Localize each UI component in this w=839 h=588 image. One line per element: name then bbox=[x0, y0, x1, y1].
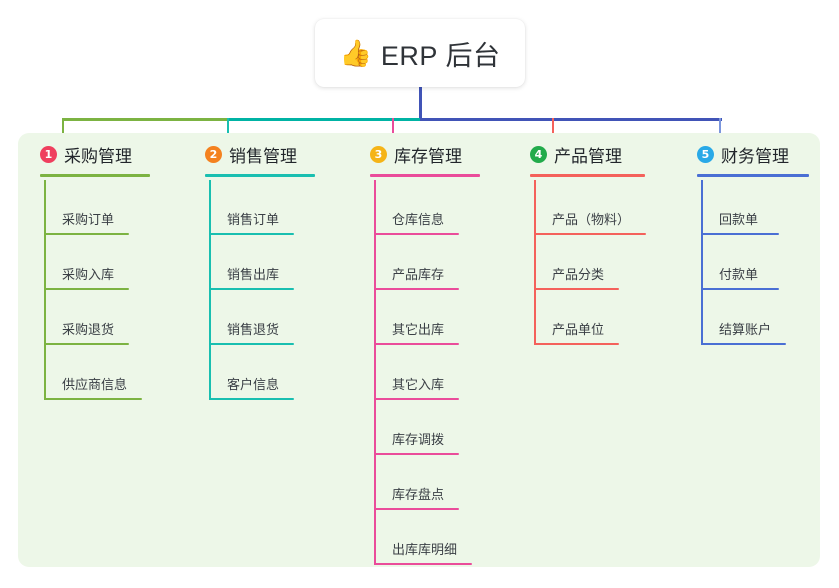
leaf-underline bbox=[534, 233, 646, 235]
leaf-underline bbox=[374, 453, 459, 455]
connector-segment-left bbox=[62, 118, 229, 121]
branch-number-badge: 3 bbox=[370, 146, 387, 163]
leaf-underline bbox=[374, 398, 459, 400]
leaf-underline bbox=[534, 288, 619, 290]
branch-header-2[interactable]: 2 销售管理 bbox=[205, 142, 297, 167]
leaf-underline bbox=[44, 398, 142, 400]
leaf-label: 其它出库 bbox=[392, 322, 445, 337]
branch-leaf-item[interactable]: 库存盘点 bbox=[374, 455, 479, 510]
leaf-underline bbox=[209, 343, 294, 345]
root-stem bbox=[419, 87, 422, 121]
leaf-label: 采购入库 bbox=[62, 267, 115, 282]
branch-title: 采购管理 bbox=[64, 147, 132, 166]
branch-leaf-item[interactable]: 采购订单 bbox=[44, 180, 149, 235]
branch-number-badge: 1 bbox=[40, 146, 57, 163]
branch-leaf-item[interactable]: 付款单 bbox=[701, 235, 799, 290]
branch-spine bbox=[44, 180, 46, 400]
leaf-underline bbox=[701, 233, 779, 235]
leaf-underline bbox=[701, 343, 786, 345]
leaf-underline bbox=[44, 288, 129, 290]
leaf-label: 销售订单 bbox=[227, 212, 280, 227]
leaf-label: 产品分类 bbox=[552, 267, 605, 282]
leaf-underline bbox=[374, 563, 472, 565]
leaf-label: 销售退货 bbox=[227, 322, 280, 337]
branch-leaf-item[interactable]: 客户信息 bbox=[209, 345, 314, 400]
root-title: ERP 后台 bbox=[380, 40, 501, 71]
leaf-label: 仓库信息 bbox=[392, 212, 445, 227]
branch-number-badge: 2 bbox=[205, 146, 222, 163]
branch-leaf-item[interactable]: 销售出库 bbox=[209, 235, 314, 290]
branch-leaf-item[interactable]: 回款单 bbox=[701, 180, 799, 235]
branch-spine bbox=[209, 180, 211, 400]
branch-title: 产品管理 bbox=[554, 147, 622, 166]
branch-leaf-item[interactable]: 产品（物料） bbox=[534, 180, 666, 235]
connector-segment-right bbox=[420, 118, 722, 121]
leaf-underline bbox=[209, 288, 294, 290]
thumbs-up-icon: 👍 bbox=[339, 38, 372, 68]
branches-panel: 1 采购管理采购订单采购入库采购退货供应商信息 2 销售管理销售订单销售出库销售退货客… bbox=[18, 133, 820, 567]
branch-title: 财务管理 bbox=[721, 147, 789, 166]
branch-underline bbox=[370, 174, 480, 177]
branch-title: 库存管理 bbox=[394, 147, 462, 166]
leaf-label: 产品库存 bbox=[392, 267, 445, 282]
branch-leaf-item[interactable]: 产品单位 bbox=[534, 290, 639, 345]
branch-spine bbox=[701, 180, 703, 345]
leaf-label: 结算账户 bbox=[719, 322, 772, 337]
branch-underline bbox=[205, 174, 315, 177]
leaf-label: 产品（物料） bbox=[552, 212, 631, 227]
branch-leaf-item[interactable]: 库存调拨 bbox=[374, 400, 479, 455]
leaf-underline bbox=[701, 288, 779, 290]
branch-underline bbox=[530, 174, 645, 177]
branch-leaf-item[interactable]: 其它入库 bbox=[374, 345, 479, 400]
branch-leaf-item[interactable]: 仓库信息 bbox=[374, 180, 479, 235]
leaf-label: 库存盘点 bbox=[392, 487, 445, 502]
leaf-label: 销售出库 bbox=[227, 267, 280, 282]
leaf-label: 采购退货 bbox=[62, 322, 115, 337]
leaf-underline bbox=[374, 343, 459, 345]
branch-underline bbox=[40, 174, 150, 177]
leaf-underline bbox=[209, 398, 294, 400]
branch-leaf-item[interactable]: 其它出库 bbox=[374, 290, 479, 345]
branch-underline bbox=[697, 174, 809, 177]
branch-spine bbox=[534, 180, 536, 345]
branch-number-badge: 5 bbox=[697, 146, 714, 163]
branch-number-badge: 4 bbox=[530, 146, 547, 163]
leaf-underline bbox=[44, 233, 129, 235]
leaf-label: 回款单 bbox=[719, 212, 759, 227]
leaf-label: 供应商信息 bbox=[62, 377, 128, 392]
leaf-label: 库存调拨 bbox=[392, 432, 445, 447]
branch-leaf-item[interactable]: 采购入库 bbox=[44, 235, 149, 290]
branch-leaf-item[interactable]: 产品分类 bbox=[534, 235, 639, 290]
root-node[interactable]: 👍 ERP 后台 bbox=[315, 19, 525, 87]
branch-header-1[interactable]: 1 采购管理 bbox=[40, 142, 132, 167]
branch-leaf-item[interactable]: 销售退货 bbox=[209, 290, 314, 345]
leaf-underline bbox=[374, 233, 459, 235]
leaf-underline bbox=[374, 508, 459, 510]
branch-leaf-item[interactable]: 出库库明细 bbox=[374, 510, 492, 565]
leaf-label: 客户信息 bbox=[227, 377, 280, 392]
leaf-label: 出库库明细 bbox=[392, 542, 458, 557]
branch-header-4[interactable]: 4 产品管理 bbox=[530, 142, 622, 167]
branch-leaf-item[interactable]: 销售订单 bbox=[209, 180, 314, 235]
leaf-label: 付款单 bbox=[719, 267, 759, 282]
branch-spine bbox=[374, 180, 376, 565]
branch-title: 销售管理 bbox=[229, 147, 297, 166]
leaf-underline bbox=[534, 343, 619, 345]
leaf-label: 其它入库 bbox=[392, 377, 445, 392]
branch-leaf-item[interactable]: 供应商信息 bbox=[44, 345, 162, 400]
branch-leaf-item[interactable]: 结算账户 bbox=[701, 290, 806, 345]
branch-header-5[interactable]: 5 财务管理 bbox=[697, 142, 789, 167]
branch-header-3[interactable]: 3 库存管理 bbox=[370, 142, 462, 167]
branch-leaf-item[interactable]: 产品库存 bbox=[374, 235, 479, 290]
leaf-underline bbox=[209, 233, 294, 235]
leaf-label: 产品单位 bbox=[552, 322, 605, 337]
leaf-label: 采购订单 bbox=[62, 212, 115, 227]
branch-leaf-item[interactable]: 采购退货 bbox=[44, 290, 149, 345]
leaf-underline bbox=[374, 288, 459, 290]
connector-segment-mid bbox=[227, 118, 422, 121]
leaf-underline bbox=[44, 343, 129, 345]
